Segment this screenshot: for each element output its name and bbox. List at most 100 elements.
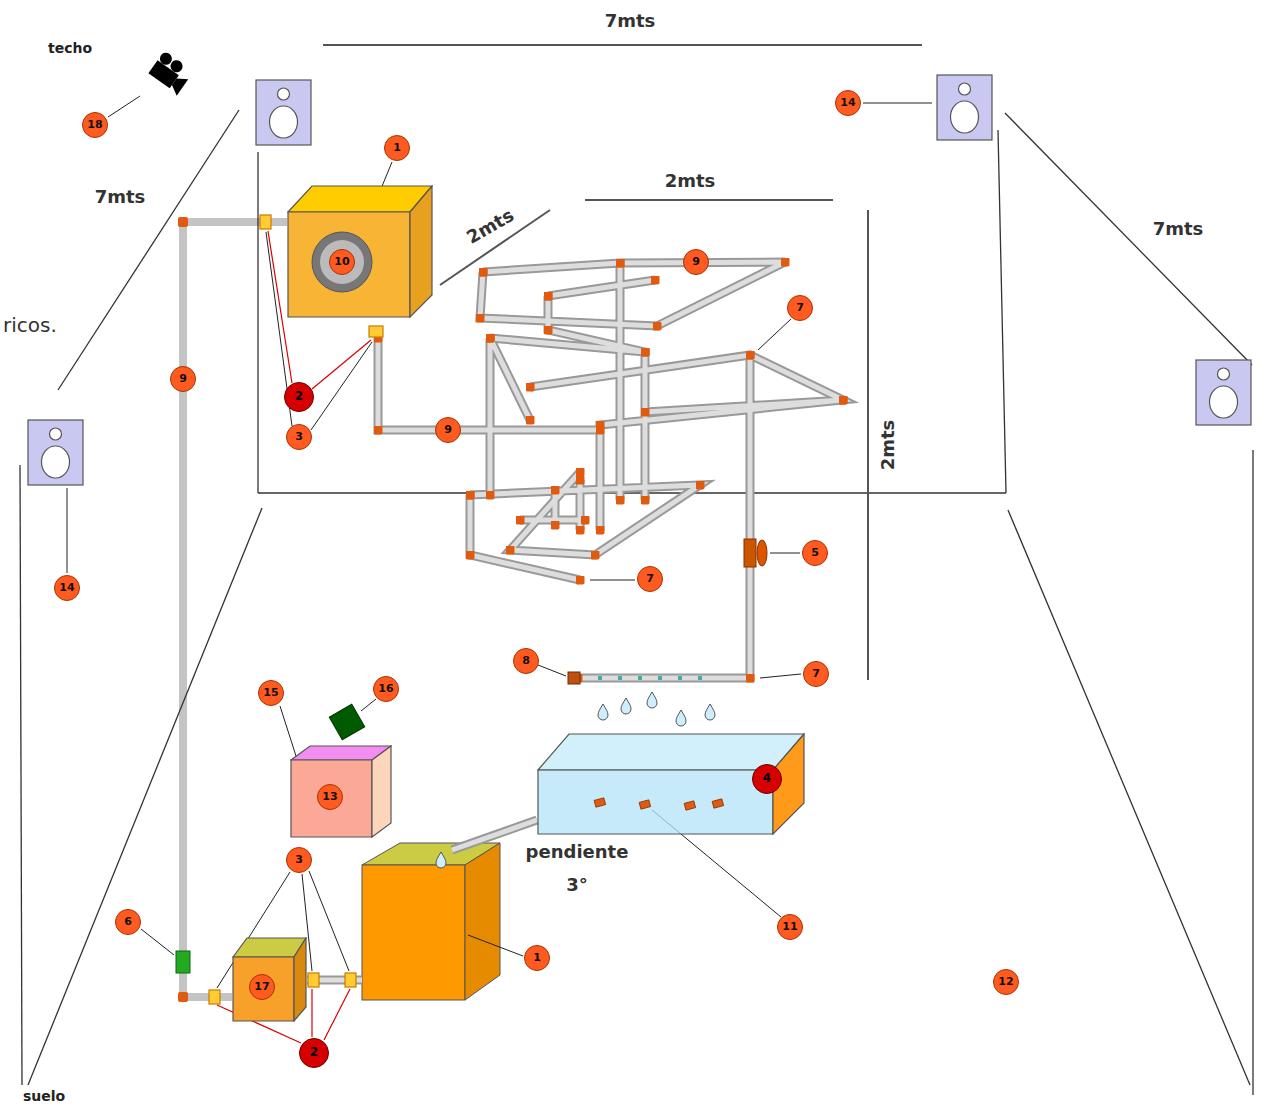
dimension-label: 2mts	[877, 420, 898, 471]
green-valve	[176, 951, 190, 973]
room-outline-part	[1005, 113, 1252, 365]
pipe-structure	[378, 262, 843, 678]
text-holder: 10	[329, 249, 355, 275]
speaker-icon-part-part	[28, 420, 83, 485]
water-drop-part	[621, 698, 631, 714]
wall-label: techo	[48, 40, 92, 56]
storage-tank	[362, 843, 500, 1000]
callout-number: 4	[752, 764, 782, 794]
dimension-label: pendiente	[526, 841, 629, 862]
room-outline-part	[1252, 450, 1253, 1095]
callout-number: 2	[284, 382, 314, 412]
control-box: 13	[290, 745, 392, 838]
fish-figure	[594, 798, 605, 807]
text-holder: 4	[752, 764, 782, 794]
pipe-coupler-part	[209, 990, 220, 1004]
room-outline-part	[258, 492, 1006, 493]
water-drop-part	[647, 692, 657, 708]
leader-line-part	[538, 665, 566, 676]
leader-line-red-part	[312, 340, 371, 389]
speaker-icon-part-part	[959, 83, 971, 95]
box-outline	[287, 185, 433, 318]
callout-number: 16	[373, 676, 399, 702]
text-holder: 17	[249, 974, 275, 1000]
callout-number: 7	[637, 566, 663, 592]
speaker-icon-part-part	[278, 88, 290, 100]
room-outline-part	[28, 508, 262, 1085]
drip-holes-part	[638, 676, 642, 680]
box-face	[294, 938, 306, 1021]
box-face	[538, 770, 773, 834]
slope-pipe-part	[452, 820, 537, 850]
box-face	[288, 212, 410, 317]
dimension-label: 2mts	[665, 170, 716, 191]
drip-holes-part	[698, 676, 702, 680]
box-face	[291, 760, 372, 837]
box-face	[372, 746, 391, 837]
water-drop-part	[705, 704, 715, 720]
leader-line-part	[141, 929, 174, 955]
room-outline-part	[998, 130, 1006, 493]
dimension-line	[323, 45, 922, 680]
pipe-structure-part	[378, 262, 843, 678]
leader-line-part	[309, 871, 349, 971]
leader-line-part	[590, 580, 635, 581]
speaker-icon-part-part	[50, 428, 62, 440]
camera-icon-part	[169, 74, 189, 96]
leader-line-part	[760, 674, 801, 678]
callout-number: 9	[683, 249, 709, 275]
box-face	[288, 186, 432, 212]
leader-line-red-part	[324, 989, 350, 1040]
speaker-icon-part	[28, 420, 83, 485]
dimension-label: 7mts	[605, 10, 656, 31]
callout-number: 2	[299, 1038, 329, 1068]
callout-number: 9	[435, 417, 461, 443]
callout-number: 12	[993, 969, 1019, 995]
speaker-icon-part	[256, 80, 311, 145]
box-face	[410, 186, 432, 317]
pipe-coupler-part	[308, 973, 319, 987]
pump-box: 10	[287, 185, 433, 318]
callout-number: 13	[317, 784, 343, 810]
fish-figure	[712, 799, 723, 808]
callout-number: 6	[115, 909, 141, 935]
dimension-label: 7mts	[1153, 218, 1204, 239]
pipe-connector	[183, 222, 287, 997]
leader-line-part	[863, 103, 932, 104]
drip-holes	[598, 676, 702, 680]
speaker-icon-part	[937, 75, 992, 140]
camera-icon	[147, 50, 194, 95]
dimension-line-part	[323, 44, 922, 46]
leader-line-part	[67, 488, 68, 573]
speaker-icon-part-part	[42, 446, 70, 478]
green-valve-part	[176, 951, 190, 973]
note-text: ricos.	[3, 313, 57, 337]
callout-number: 14	[54, 575, 80, 601]
leader-line-part	[468, 935, 523, 956]
sensor-block-part	[329, 704, 365, 740]
box-face	[233, 938, 306, 957]
storage-tank-part	[436, 852, 446, 868]
box-face	[233, 957, 294, 1021]
speaker-icon-part-part	[951, 101, 979, 133]
speaker-icon-part-part	[1210, 386, 1238, 418]
pipe-corner-part	[178, 992, 188, 1002]
end-cap	[568, 672, 580, 684]
dimension-line-part	[585, 199, 833, 201]
fish-figure	[684, 801, 695, 810]
callout-number: 8	[513, 648, 539, 674]
speaker-icon-part-part	[937, 75, 992, 140]
callout-number: 10	[329, 249, 355, 275]
sensor-block	[329, 704, 365, 740]
wall-label: suelo	[23, 1088, 65, 1104]
water-drop-part	[598, 704, 608, 720]
room-outline-part	[20, 465, 22, 1085]
dimension-label: 7mts	[95, 186, 146, 207]
pipe-coupler-part	[260, 215, 271, 229]
dimension-label: 3°	[566, 874, 588, 895]
pump-box: 17	[232, 937, 307, 1022]
pipe-coupler-part	[369, 326, 383, 337]
fish-figure	[639, 800, 650, 809]
